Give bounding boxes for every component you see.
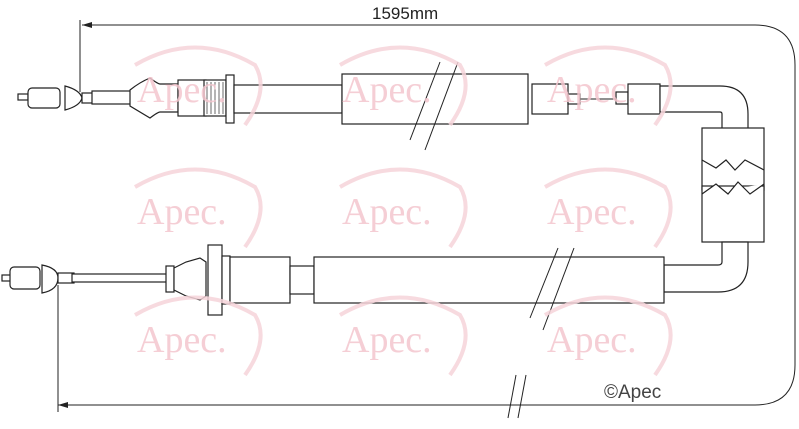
bottom-cable <box>1 244 665 331</box>
right-loop <box>663 127 765 293</box>
svg-text:Apec.: Apec. <box>547 191 637 233</box>
copyright-label: ©Apec <box>604 382 662 403</box>
svg-text:Apec.: Apec. <box>342 191 432 233</box>
dimension-line <box>57 20 796 419</box>
dimension-label: 1595mm <box>372 4 439 23</box>
svg-text:Apec.: Apec. <box>137 191 227 233</box>
svg-text:Apec.: Apec. <box>137 319 227 361</box>
svg-text:Apec.: Apec. <box>547 319 637 361</box>
top-cable <box>17 61 749 151</box>
svg-text:Apec.: Apec. <box>342 319 432 361</box>
